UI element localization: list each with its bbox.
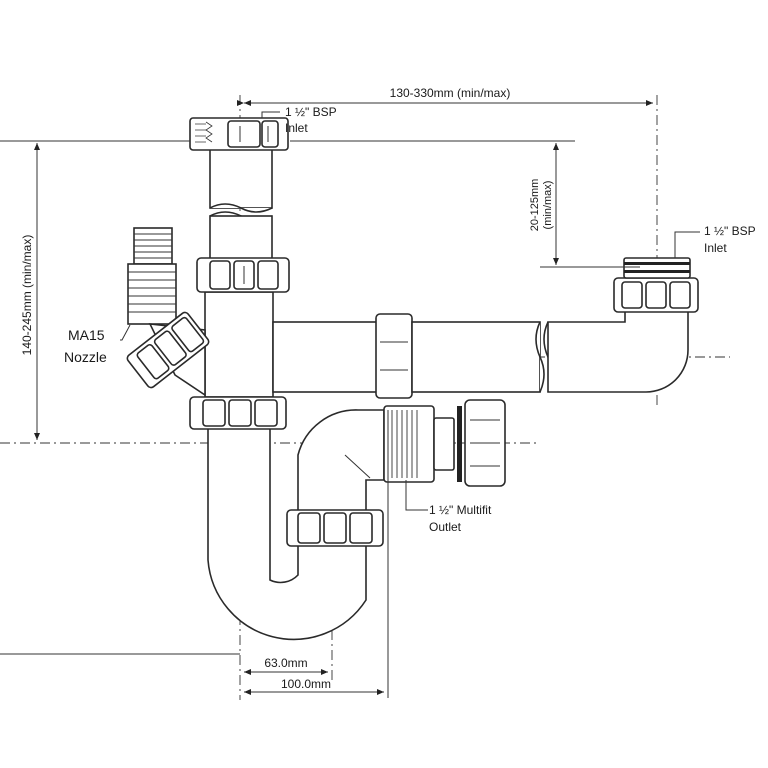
nozzle-label-2: Nozzle	[64, 349, 107, 365]
nozzle-label-1: MA15	[68, 327, 105, 343]
bottom-dim-63: 63.0mm	[264, 656, 307, 670]
right-inlet-label-2: Inlet	[704, 241, 727, 255]
horizontal-branch	[375, 299, 689, 399]
trap-top-nut	[189, 396, 287, 430]
right-inlet-label-1: 1 ½" BSP	[704, 224, 756, 238]
multifit-outlet	[383, 399, 506, 487]
right-height-label-2: (min/max)	[542, 181, 554, 230]
trap-body	[204, 147, 385, 641]
dimensions	[0, 100, 700, 698]
left-height-label: 140-245mm (min/max)	[20, 235, 34, 356]
bottom-dim-100: 100.0mm	[281, 677, 331, 691]
vertical-nut	[196, 257, 290, 293]
left-inlet-label-2: Inlet	[285, 121, 308, 135]
trap-bottom-nut	[286, 509, 384, 547]
centre-lines	[0, 95, 730, 700]
labels: 130-330mm (min/max) 1 ½" BSP Inlet 1 ½" …	[20, 86, 756, 691]
right-height-label-1: 20-125mm	[529, 179, 541, 232]
left-inlet-label-1: 1 ½" BSP	[285, 105, 337, 119]
outlet-label-2: Outlet	[429, 520, 462, 534]
ma15-nozzle	[126, 227, 210, 397]
top-inlet-nut	[189, 117, 289, 151]
right-inlet-nut	[613, 257, 699, 313]
outlet-label-1: 1 ½" Multifit	[429, 503, 492, 517]
top-width-label: 130-330mm (min/max)	[390, 86, 511, 100]
